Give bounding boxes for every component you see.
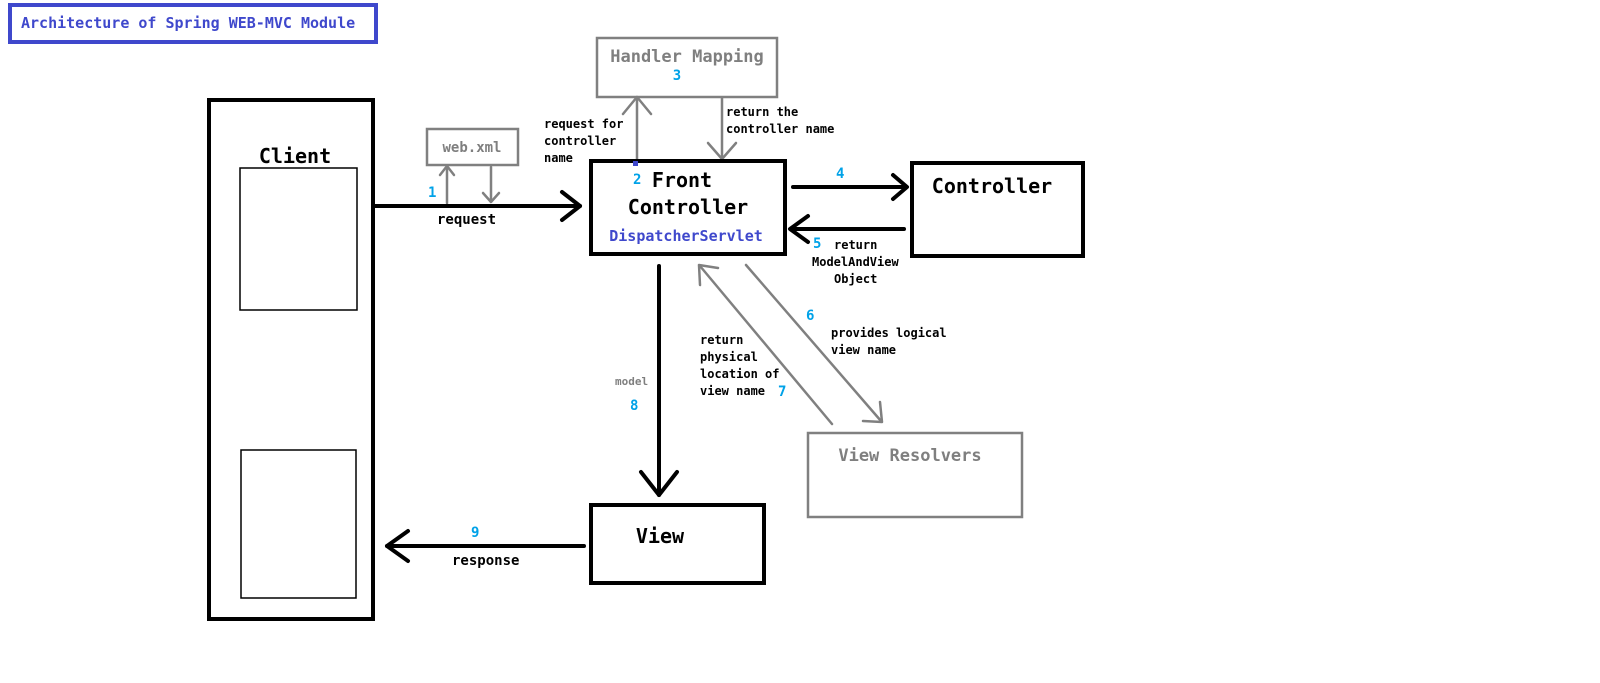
logical-view-label-1: provides logical: [831, 326, 947, 340]
return-controller-label-1: return the: [726, 105, 798, 119]
client-inner-panel-bottom: [240, 449, 357, 599]
model-label: model: [615, 375, 648, 388]
step-8: 8: [630, 398, 638, 414]
front-controller-node: Front Controller DispatcherServlet: [589, 159, 787, 256]
web-xml-label: web.xml: [442, 140, 501, 156]
controller-node: Controller: [910, 161, 1085, 258]
request-controller-name-arrowhead: [621, 95, 653, 116]
controller-label: Controller: [932, 174, 1052, 198]
front-to-controller-arrowhead: [891, 173, 909, 201]
dispatcher-servlet-label: DispatcherServlet: [609, 227, 763, 245]
web-xml-down-arrowhead: [481, 191, 501, 204]
step-1: 1: [428, 185, 436, 201]
step-7: 7: [778, 384, 786, 400]
response-arrowhead: [385, 529, 410, 563]
request-for-controller-label-3: name: [544, 151, 573, 165]
client-label: Client: [259, 144, 331, 168]
physical-location-arrow: [698, 264, 834, 426]
view-node: View: [589, 503, 766, 585]
view-resolvers-label: View Resolvers: [838, 446, 981, 466]
step-3: 3: [673, 68, 681, 84]
handler-mapping-label: Handler Mapping: [610, 47, 764, 67]
response-label: response: [452, 553, 519, 569]
step-6: 6: [806, 308, 814, 324]
client-node: Client: [207, 98, 375, 621]
logical-view-label-2: view name: [831, 343, 896, 357]
web-xml-node: web.xml: [425, 127, 520, 167]
return-mav-label-1: return: [834, 238, 877, 252]
front-controller-label-line1: Front: [652, 168, 712, 192]
model-arrowhead: [639, 470, 679, 497]
return-mav-label-3: Object: [834, 272, 877, 286]
physical-location-label-1: return: [700, 333, 743, 347]
request-for-controller-label-1: request for: [544, 117, 623, 131]
view-resolvers-node: View Resolvers: [806, 431, 1024, 519]
step-2-marker: [633, 161, 638, 166]
logical-view-name-arrowhead: [861, 400, 884, 424]
step-2: 2: [633, 172, 641, 188]
physical-location-arrowhead: [697, 263, 720, 287]
web-xml-up-arrowhead: [438, 164, 456, 177]
return-controller-label-2: controller name: [726, 122, 834, 136]
logical-view-name-arrow: [744, 263, 883, 423]
step-9: 9: [471, 525, 479, 541]
physical-location-label-3: location of: [700, 367, 779, 381]
step-5: 5: [813, 236, 821, 252]
diagram-title: Architecture of Spring WEB-MVC Module: [21, 14, 355, 32]
request-for-controller-label-2: controller: [544, 134, 616, 148]
view-label: View: [636, 524, 685, 548]
controller-to-front-arrowhead: [788, 214, 810, 244]
physical-location-label-2: physical: [700, 350, 758, 364]
request-arrowhead: [560, 190, 582, 222]
request-label: request: [437, 212, 496, 228]
handler-mapping-node: Handler Mapping 3: [595, 36, 779, 99]
client-inner-panel-top: [239, 167, 358, 311]
step-4: 4: [836, 166, 844, 182]
return-mav-label-2: ModelAndView: [812, 255, 899, 269]
front-controller-label-line2: Controller: [628, 195, 748, 219]
physical-location-label-4: view name: [700, 384, 765, 398]
title-box: Architecture of Spring WEB-MVC Module: [8, 3, 378, 44]
